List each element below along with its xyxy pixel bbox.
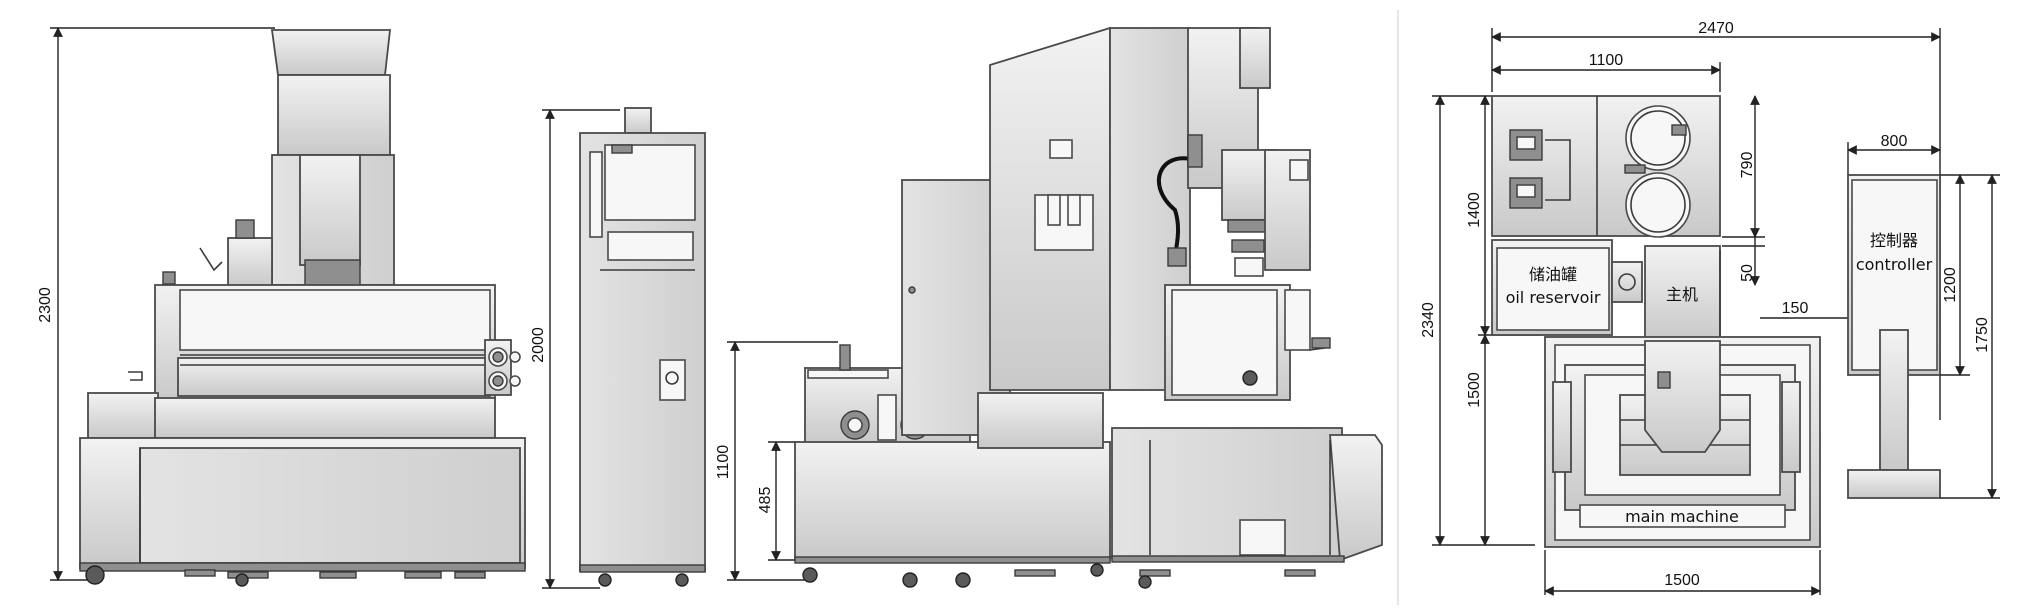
cabinet-view: 2000 <box>530 107 706 589</box>
dim-plan-left-width: 1100 <box>1589 52 1624 69</box>
dim-side-tank-height: 485 <box>757 487 774 514</box>
dim-plan-150: 150 <box>1782 300 1809 317</box>
label-oil-reservoir-cn: 储油罐 <box>1529 265 1577 284</box>
label-main-machine-cn: 主机 <box>1666 285 1698 304</box>
dim-plan-bottom-width: 1500 <box>1664 572 1700 589</box>
label-controller-en: controller <box>1856 255 1933 274</box>
side-view: 1100 485 <box>715 26 1383 589</box>
dim-controller-total-depth: 1750 <box>1974 317 1991 353</box>
label-oil-reservoir-en: oil reservoir <box>1506 288 1601 307</box>
dim-plan-lower-depth: 1500 <box>1466 372 1483 408</box>
dim-plan-total-width: 2470 <box>1698 20 1734 37</box>
dim-side-height: 1100 <box>715 445 732 480</box>
dim-controller-width: 800 <box>1881 133 1908 150</box>
dim-plan-upper-depth: 1400 <box>1466 192 1483 228</box>
label-controller-cn: 控制器 <box>1870 231 1918 250</box>
dim-plan-790: 790 <box>1739 152 1756 179</box>
controller-plan-view: 800 控制器 controller 1200 1750 <box>1847 133 2000 499</box>
plan-view: 2470 1100 2340 1400 1500 790 50 <box>1420 20 1941 596</box>
dim-front-height: 2300 <box>37 287 54 323</box>
front-view: 2300 <box>37 27 526 587</box>
dim-plan-total-depth: 2340 <box>1420 302 1437 338</box>
dim-controller-depth: 1200 <box>1942 267 1959 303</box>
dim-plan-50: 50 <box>1739 264 1756 282</box>
label-main-machine-en: main machine <box>1625 507 1739 526</box>
dim-controller-height: 2000 <box>530 327 547 363</box>
